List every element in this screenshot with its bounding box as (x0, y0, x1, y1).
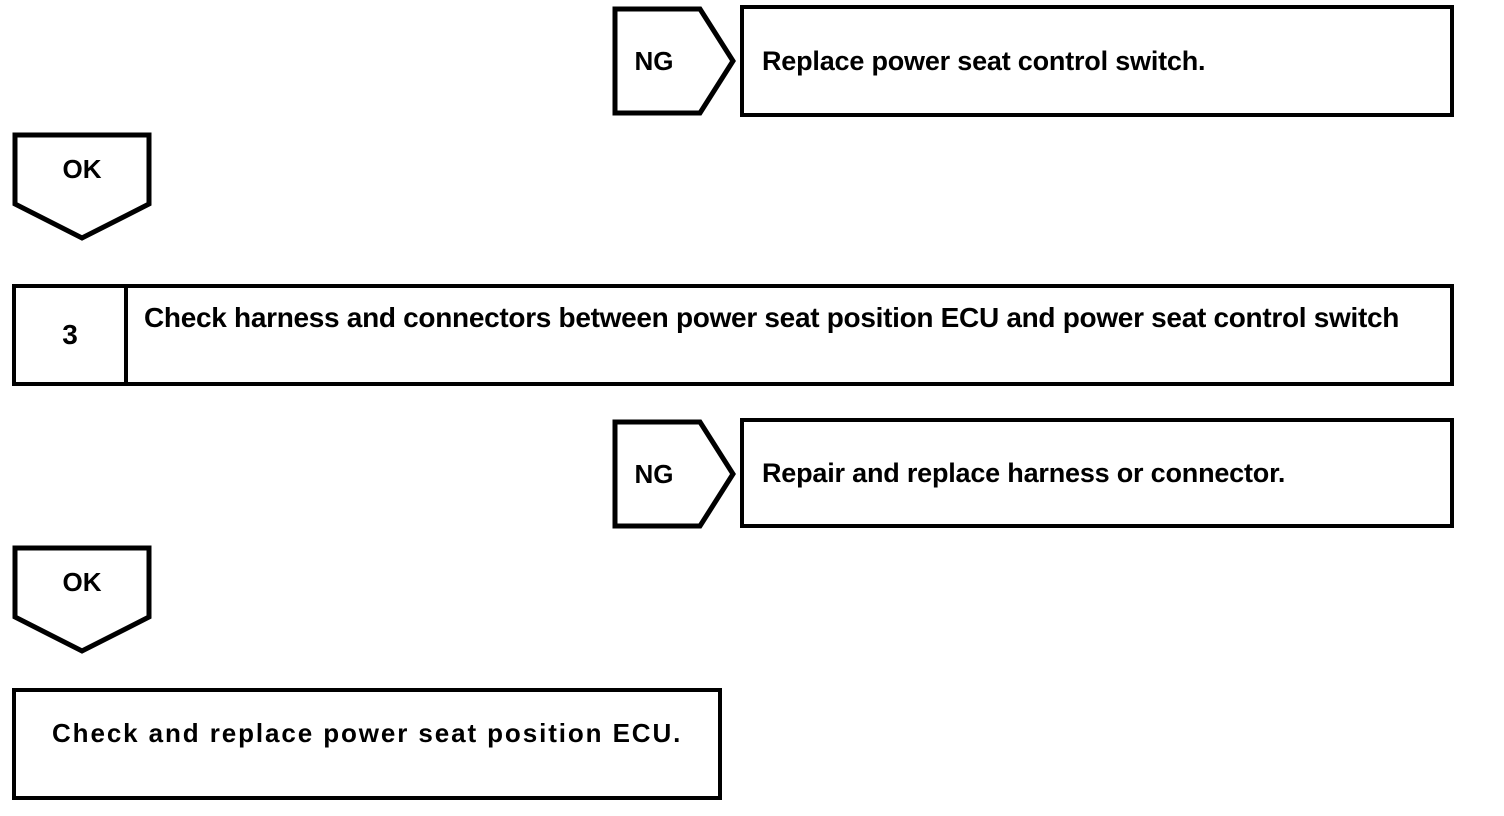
connector-ng-replace-switch: NG (612, 6, 736, 116)
action-box-replace-switch: Replace power seat control switch. (740, 5, 1454, 117)
action-box-final-text: Check and replace power seat position EC… (52, 718, 683, 748)
pentagon-down-icon (12, 132, 152, 241)
action-box-replace-switch-text: Replace power seat control switch. (762, 45, 1206, 76)
action-box-repair-harness: Repair and replace harness or connector. (740, 418, 1454, 528)
connector-ok-to-step3: OK (12, 132, 152, 242)
connector-ok-to-final: OK (12, 545, 152, 655)
action-box-final: Check and replace power seat position EC… (12, 688, 722, 800)
action-box-repair-harness-text: Repair and replace harness or connector. (762, 457, 1286, 488)
pentagon-down-icon (12, 545, 152, 654)
pentagon-right-icon (612, 419, 736, 529)
step-title-3: Check harness and connectors between pow… (144, 302, 1400, 333)
step-box-3: 3 Check harness and connectors between p… (12, 284, 1454, 386)
pentagon-right-icon (612, 6, 736, 116)
step-number-3: 3 (16, 288, 128, 382)
connector-ng-repair-harness: NG (612, 419, 736, 529)
